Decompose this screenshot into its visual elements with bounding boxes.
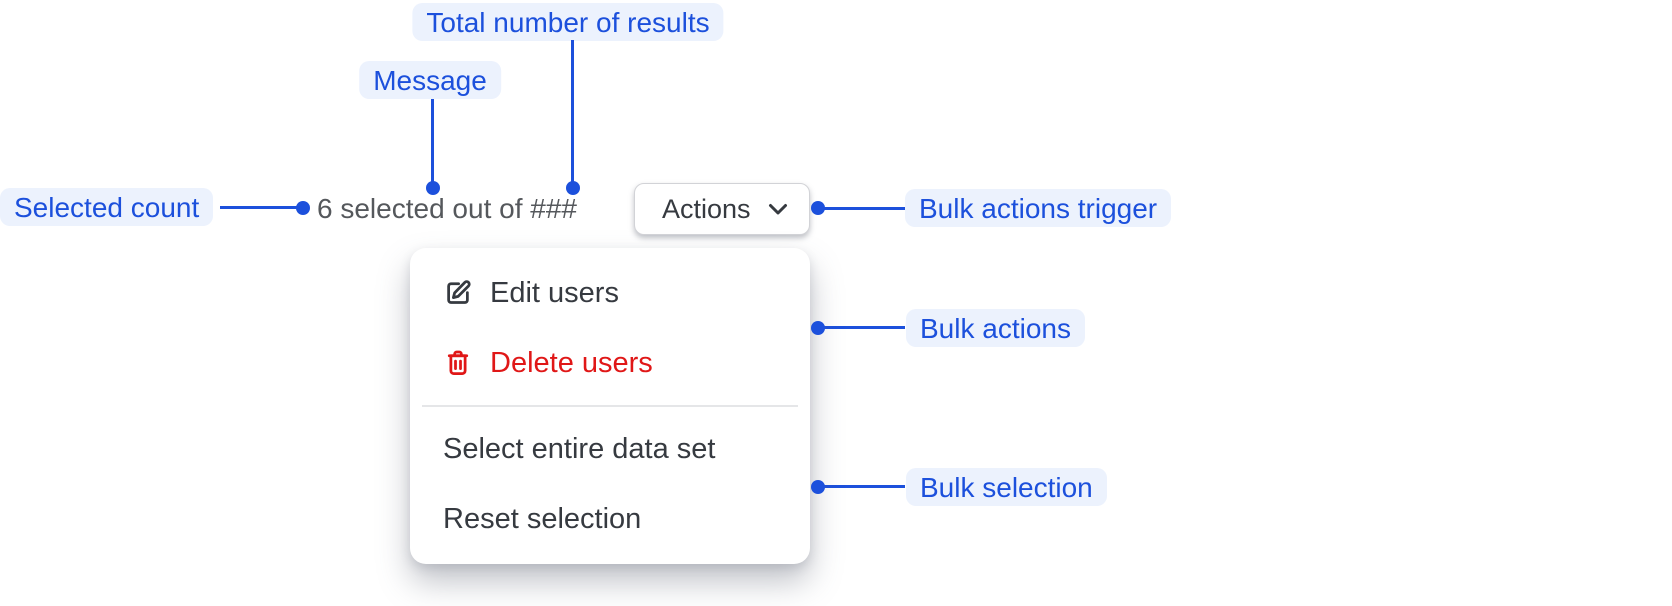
connector-line-bulk-actions-trigger <box>818 207 905 210</box>
selection-message-text: 6 selected out of ### <box>317 193 577 224</box>
callout-bulk-selection: Bulk selection <box>906 468 1107 506</box>
connector-dot-selected-count <box>296 201 310 215</box>
menu-item-label: Edit users <box>490 276 619 309</box>
menu-item-label: Select entire data set <box>443 432 716 465</box>
menu-item-edit-users[interactable]: Edit users <box>410 258 810 328</box>
connector-line-bulk-selection <box>818 485 905 488</box>
menu-item-label: Reset selection <box>443 502 642 535</box>
menu-item-label: Delete users <box>490 346 653 379</box>
menu-item-delete-users[interactable]: Delete users <box>410 328 810 398</box>
callout-message: Message <box>359 61 501 99</box>
bulk-actions-trigger-button[interactable]: Actions <box>634 183 810 235</box>
menu-item-select-entire-data-set[interactable]: Select entire data set <box>410 414 810 484</box>
edit-icon <box>443 278 473 308</box>
callout-selected-count: Selected count <box>0 188 214 226</box>
trash-icon <box>443 348 473 378</box>
callout-bulk-actions: Bulk actions <box>906 309 1085 347</box>
callout-total-number-of-results: Total number of results <box>412 3 724 41</box>
connector-line-selected-count <box>220 206 303 209</box>
connector-dot-message <box>426 181 440 195</box>
connector-line-bulk-actions <box>818 326 905 329</box>
connector-line-message <box>431 99 434 188</box>
connector-dot-bulk-actions <box>811 321 825 335</box>
menu-divider <box>422 405 798 407</box>
bulk-actions-menu: Edit users Delete users Select entire da… <box>410 248 810 564</box>
actions-button-label: Actions <box>662 193 751 224</box>
connector-dot-bulk-selection <box>811 480 825 494</box>
callout-bulk-actions-trigger: Bulk actions trigger <box>905 189 1172 227</box>
connector-dot-bulk-actions-trigger <box>811 201 825 215</box>
chevron-down-icon <box>768 203 788 216</box>
connector-dot-total-results <box>566 181 580 195</box>
menu-item-reset-selection[interactable]: Reset selection <box>410 484 810 554</box>
connector-line-total-results <box>571 40 574 188</box>
